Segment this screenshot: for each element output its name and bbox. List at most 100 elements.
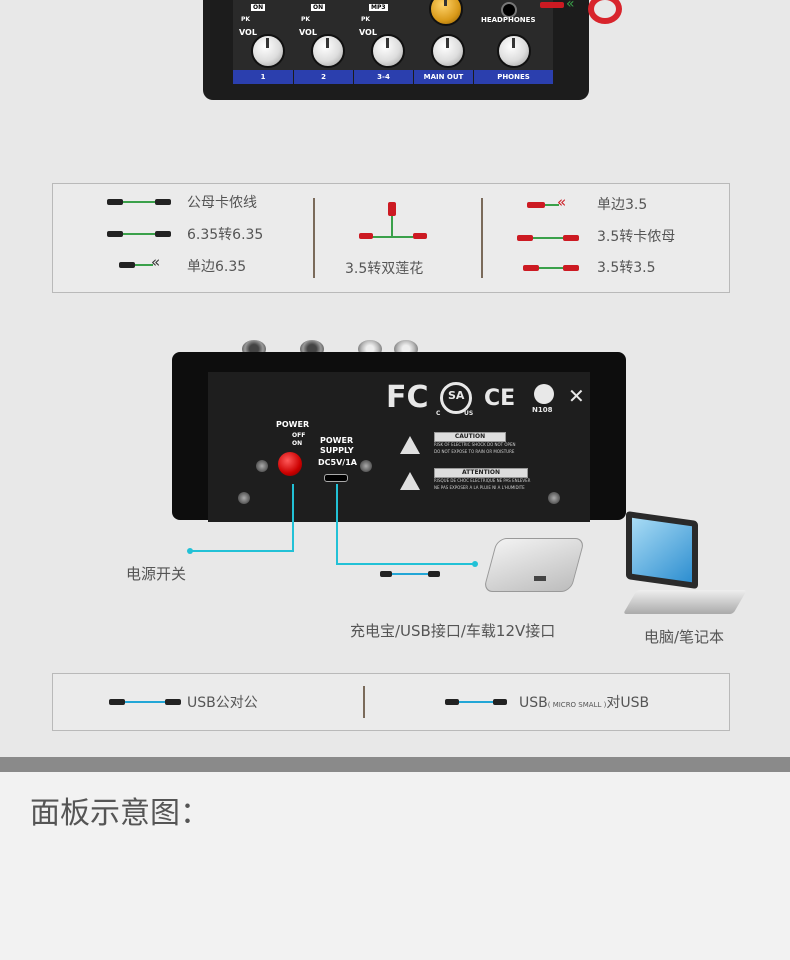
callout-power-switch: 电源开关 <box>126 565 187 583</box>
n108-logo-icon <box>534 384 554 404</box>
caution-label: CAUTION <box>434 432 506 442</box>
power-label: POWER <box>276 420 310 429</box>
rca-y-cable-icon <box>359 196 427 252</box>
xlr-cable-icon <box>107 198 171 206</box>
power-switch-button[interactable] <box>278 452 302 476</box>
channel-1-bar: 1 <box>233 70 293 84</box>
laptop-icon <box>622 510 747 616</box>
supply-callout-dot <box>472 561 478 567</box>
mixer-rear-panel: FC SA C US CE N108 ✕ CAUTION RISK OF ELE… <box>172 340 626 522</box>
channel-1-vol-label: VOL <box>239 28 257 37</box>
screw-4 <box>548 492 560 504</box>
usb-micro-cable-icon <box>445 698 507 706</box>
legend-single-jack-label: 单边6.35 <box>187 259 247 275</box>
channel-3-volume-knob[interactable] <box>371 34 405 68</box>
main-out-knob[interactable] <box>431 34 465 68</box>
channel-1-volume-knob[interactable] <box>251 34 285 68</box>
section-title: 面板示意图： <box>30 796 210 831</box>
fcc-logo: FC <box>386 380 429 415</box>
main-out-bar: MAIN OUT <box>414 70 473 84</box>
35-to-xlr-cable-icon <box>517 234 579 242</box>
legend-jack-jack-label: 6.35转6.35 <box>187 227 264 243</box>
usb-cable-icon <box>380 571 440 577</box>
double-chevron-icon: « <box>566 0 575 12</box>
power-bank-icon <box>482 528 590 598</box>
channel-2-pk-label: PK <box>301 16 311 23</box>
legend-35-35-label: 3.5转3.5 <box>597 260 656 276</box>
on-label: ON <box>292 440 303 447</box>
csa-logo: SA <box>440 382 472 414</box>
attention-sub-1: RISQUE DE CHOC ELECTRIQUE NE PAS ENLEVER <box>434 478 531 483</box>
phones-bar: PHONES <box>474 70 553 84</box>
usb-male-male-icon <box>109 698 181 706</box>
phones-knob[interactable] <box>497 34 531 68</box>
legend-separator-2 <box>481 198 483 278</box>
power-callout-line-h <box>190 550 294 552</box>
channel-3-vol-label: VOL <box>359 28 377 37</box>
ce-logo: CE <box>484 386 516 411</box>
rear-face <box>208 372 590 522</box>
channel-strip-3: MP3 PK VOL <box>353 0 414 70</box>
mixer-top-panel: ON PK VOL ON PK VOL MP3 PK VOL HEADPHONE… <box>203 0 589 100</box>
power-supply-label-1: POWER <box>320 436 354 445</box>
power-callout-line-v <box>292 484 294 550</box>
legend-rca-y-label: 3.5转双莲花 <box>345 261 424 277</box>
legend-usb-micro-prefix: USB <box>519 695 548 711</box>
legend-usb-micro: USB( MICRO SMALL )对USB <box>519 692 649 712</box>
channel-2-vol-label: VOL <box>299 28 317 37</box>
section-divider <box>0 757 790 772</box>
power-supply-label-2: SUPPLY <box>320 446 354 455</box>
headphone-plug <box>540 2 564 8</box>
weee-bin-icon: ✕ <box>568 384 585 408</box>
channel-3-bar: 3-4 <box>354 70 413 84</box>
power-callout-dot <box>187 548 193 554</box>
legend-usb-micro-suffix: 对USB <box>606 695 650 711</box>
screw-1 <box>256 460 268 472</box>
single-35-cable-icon: « <box>527 193 579 211</box>
channel-strip-2: ON PK VOL <box>293 0 354 70</box>
usb-power-port[interactable] <box>324 474 348 482</box>
legend-35-xlr-label: 3.5转卡侬母 <box>597 229 676 245</box>
csa-sa-text: SA <box>448 389 465 402</box>
caution-warning-icon <box>400 436 420 454</box>
channel-3-pk-label: PK <box>361 16 371 23</box>
headphones-strip: HEADPHONES <box>473 0 553 70</box>
lower-section <box>0 772 790 960</box>
csa-c-text: C <box>436 410 441 417</box>
callout-power-bank: 充电宝/USB接口/车载12V接口 <box>350 622 556 640</box>
supply-callout-line-h <box>336 563 474 565</box>
legend-usb-micro-small: ( MICRO SMALL ) <box>547 701 607 709</box>
legend-usb-male-male: USB公对公 <box>187 695 258 711</box>
headphones-icon <box>588 0 622 24</box>
legend-xlr-label: 公母卡侬线 <box>187 195 257 211</box>
dc-rating-label: DC5V/1A <box>318 458 357 467</box>
headphone-jack <box>501 2 517 18</box>
single-jack-cable-icon: « <box>119 253 171 271</box>
cable-legend-top: 公母卡侬线 6.35转6.35 « 单边6.35 3.5转双莲花 « 单边3.5… <box>52 183 730 293</box>
main-out-strip <box>413 0 474 70</box>
headphones-label: HEADPHONES <box>481 16 536 24</box>
caution-sub-1: RISK OF ELECTRIC SHOCK DO NOT OPEN <box>434 442 516 447</box>
off-label: OFF <box>292 432 306 439</box>
attention-sub-2: NE PAS EXPOSER A LA PLUIE NI A L'HUMIDIT… <box>434 485 525 490</box>
csa-us-text: US <box>464 410 474 417</box>
cable-legend-bottom: USB公对公 USB( MICRO SMALL )对USB <box>52 673 730 731</box>
tone-knob[interactable] <box>429 0 463 26</box>
jack-to-jack-cable-icon <box>107 230 171 238</box>
channel-2-volume-knob[interactable] <box>311 34 345 68</box>
legend-single-35-label: 单边3.5 <box>597 197 648 213</box>
legend-bottom-separator <box>363 686 365 718</box>
channel-strip-1: ON PK VOL <box>233 0 294 70</box>
channel-1-switch-label: ON <box>251 4 266 11</box>
channel-1-pk-label: PK <box>241 16 251 23</box>
caution-sub-2: DO NOT EXPOSE TO RAIN OR MOISTURE <box>434 449 515 454</box>
screw-2 <box>360 460 372 472</box>
channel-3-switch-label: MP3 <box>369 4 388 11</box>
attention-warning-icon <box>400 472 420 490</box>
screw-3 <box>238 492 250 504</box>
n108-text: N108 <box>532 406 553 414</box>
35-to-35-cable-icon <box>523 264 579 272</box>
channel-2-bar: 2 <box>294 70 353 84</box>
supply-callout-line-v <box>336 484 338 564</box>
attention-label: ATTENTION <box>434 468 528 478</box>
